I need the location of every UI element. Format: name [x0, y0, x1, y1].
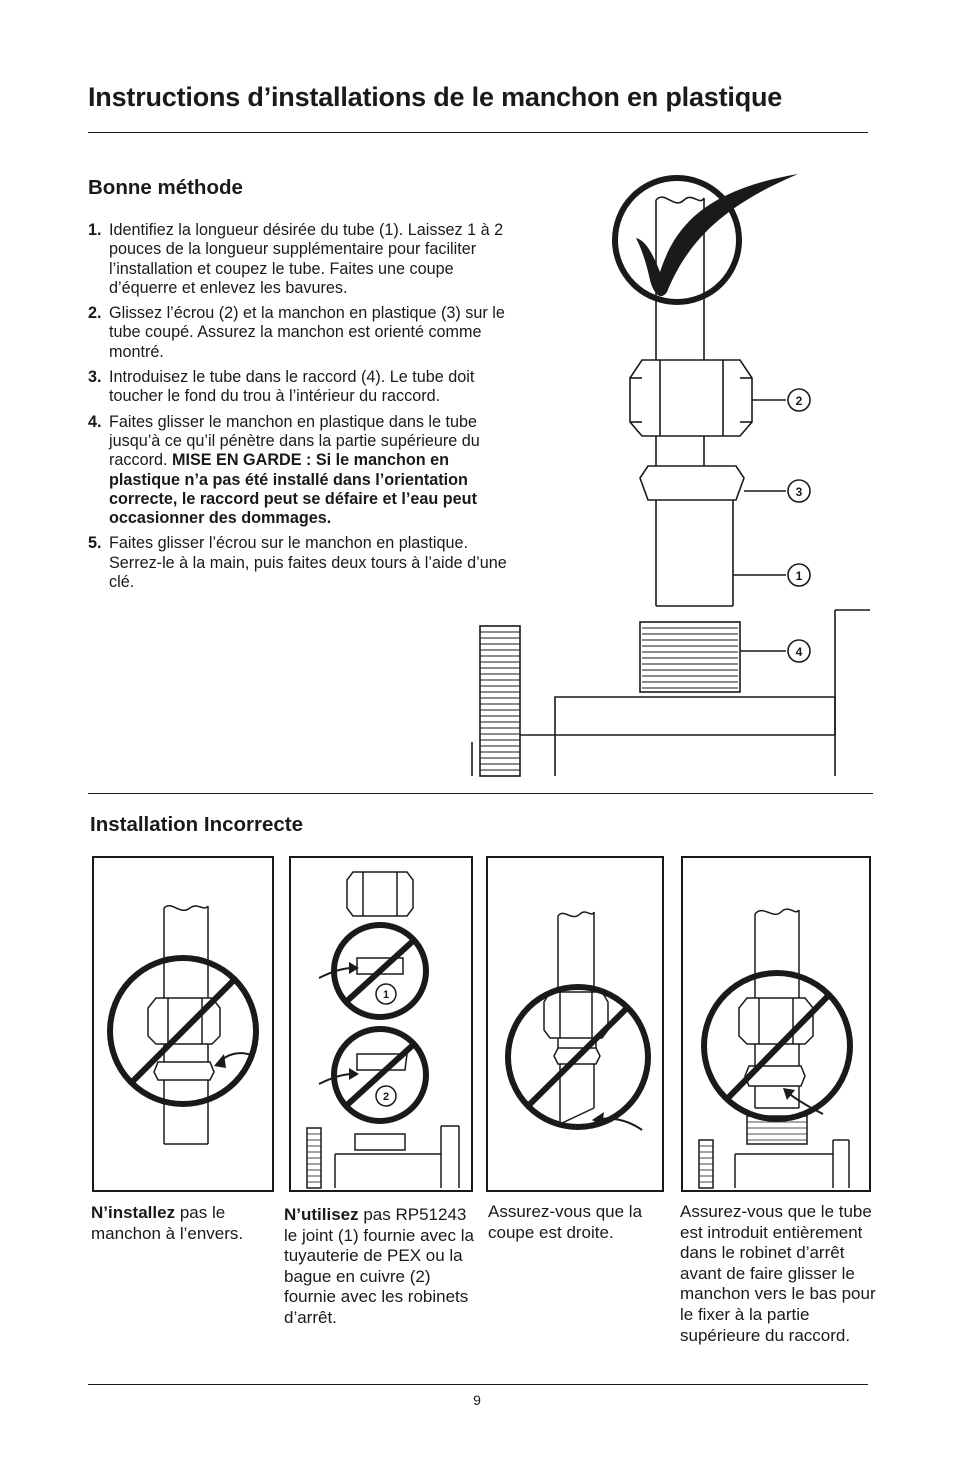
step-item: 5. Faites glisser l’écrou sur le manchon …: [88, 534, 508, 592]
caption-text: pas le manchon à l’envers.: [91, 1203, 244, 1243]
step-text: Glissez l’écrou (2) et la manchon en pla…: [109, 304, 505, 361]
wrong-seal-illustration: 1 2: [306, 871, 460, 1189]
upside-down-sleeve-illustration: [107, 905, 259, 1145]
step-text: Introduisez le tube dans le raccord (4).…: [109, 368, 475, 406]
section-divider: [88, 793, 873, 794]
caption-not-seated: Assurez-vous que le tube est introduit e…: [680, 1202, 880, 1346]
caption-upside-down: N’installez pas le manchon à l’envers.: [91, 1203, 276, 1244]
callout-label: 4: [796, 645, 803, 659]
caption-wrong-seal: N’utilisez pas RP51243 le joint (1) four…: [284, 1205, 474, 1329]
callout-label: 2: [796, 394, 803, 408]
caption-crooked-cut: Assurez-vous que la coupe est droite.: [488, 1202, 666, 1243]
caption-bold: N’utilisez: [284, 1205, 359, 1224]
title-divider: [88, 132, 868, 133]
page-number: 9: [473, 1392, 481, 1408]
caption-text: Assurez-vous que la coupe est droite.: [488, 1202, 643, 1242]
caption-bold: N’installez: [91, 1203, 176, 1222]
step-text: Faites glisser l’écrou sur le manchon en…: [109, 534, 507, 592]
callout-label: 1: [383, 989, 389, 1001]
callout-label: 1: [796, 569, 803, 583]
step-number: 2.: [88, 304, 102, 323]
step-number: 1.: [88, 221, 102, 239]
warning-text: MISE EN GARDE : Si le manchon en plastiq…: [109, 451, 477, 528]
caption-text: pas RP51243 le joint (1) fournie avec la…: [284, 1205, 474, 1327]
step-item: 1. Identifiez la longueur désirée du tube…: [88, 221, 508, 298]
incorrect-panel-wrong-seal: 1 2: [289, 856, 473, 1192]
step-text: Faites glisser le manchon en plastique d…: [109, 412, 480, 470]
checkmark-icon: [636, 174, 798, 297]
incorrect-installation-heading: Installation Incorrecte: [90, 813, 304, 836]
step-item: 4. Faites glisser le manchon en plastique…: [88, 413, 508, 529]
check-circle-icon: [612, 175, 742, 305]
step-item: 3. Introduisez le tube dans le raccord (4…: [88, 368, 508, 407]
incorrect-panel-not-seated: [681, 856, 871, 1192]
step-text: Identifiez la longueur désirée du tube (…: [109, 221, 504, 297]
page-title: Instructions d’installations de le manch…: [88, 82, 783, 112]
not-seated-illustration: [698, 908, 853, 1189]
callout-label: 2: [383, 1091, 389, 1103]
callout-label: 3: [796, 485, 803, 499]
step-number: 3.: [88, 368, 102, 387]
step-item: 2. Glissez l’écrou (2) et la manchon en p…: [88, 304, 508, 362]
incorrect-panel-upside-down: [92, 856, 274, 1192]
good-method-heading: Bonne méthode: [88, 176, 243, 199]
step-number: 4.: [88, 412, 102, 431]
caption-text: Assurez-vous que le tube est introduit e…: [680, 1202, 876, 1345]
correct-installation-diagram: 2 3 1 4: [471, 174, 870, 777]
crooked-cut-illustration: [505, 911, 651, 1131]
good-method-steps: 1. Identifiez la longueur désirée du tube…: [88, 221, 508, 598]
step-number: 5.: [88, 534, 102, 553]
footer-divider: [88, 1384, 868, 1385]
incorrect-panel-crooked-cut: [486, 856, 664, 1192]
